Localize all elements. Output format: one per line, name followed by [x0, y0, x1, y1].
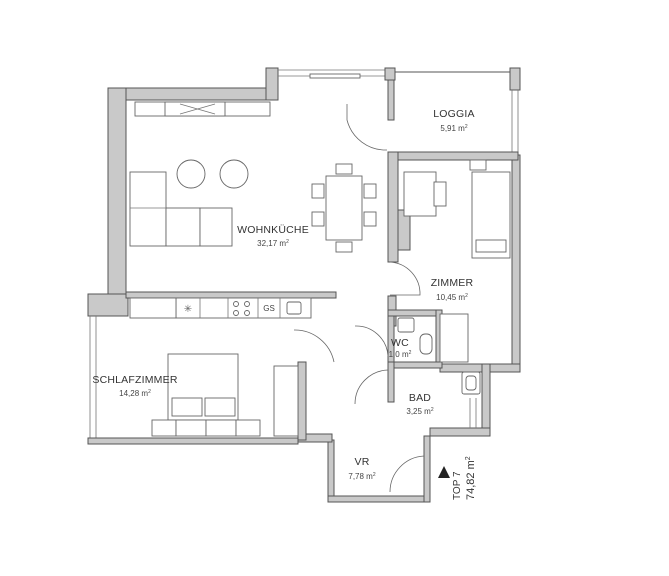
wall-zimmer-wc	[387, 309, 443, 317]
wall-loggia-corner	[509, 67, 521, 91]
wall-vr-left	[327, 439, 335, 503]
wall-bath-bottom	[429, 427, 491, 437]
exterior-walls	[87, 67, 521, 503]
room-area-schlafzimmer: 14,28 m2	[119, 389, 151, 398]
interior-walls	[125, 79, 519, 441]
room-name-loggia: LOGGIA	[433, 108, 474, 120]
door-zimmer	[389, 261, 421, 296]
door-bad	[354, 369, 389, 405]
room-area-loggia: 5,91 m2	[440, 124, 467, 133]
wall-left-upper	[107, 87, 127, 295]
bedroom-furniture	[151, 353, 299, 437]
room-name-bad: BAD	[409, 392, 431, 404]
wall-vr-bottom	[327, 495, 431, 503]
wall-loggia-bottom	[387, 151, 519, 161]
door-wc	[354, 325, 389, 357]
kitchen-counter: ✳ GS	[129, 297, 312, 319]
wall-loggia-left	[387, 79, 395, 121]
room-name-zimmer: ZIMMER	[431, 277, 474, 289]
wall-right-bottom	[439, 363, 521, 373]
wall-bath-right	[481, 363, 491, 435]
triangle-up-icon	[438, 466, 450, 478]
wc-fixtures	[397, 317, 433, 355]
wall-schlaf-right	[297, 361, 307, 441]
room-area-vr: 7,78 m2	[348, 472, 375, 481]
door-entrance	[389, 455, 425, 493]
unit-area: 74,82 m2	[465, 456, 477, 500]
doors	[293, 104, 425, 493]
unit-name: TOP 7	[452, 471, 463, 500]
room-area-wc: 1,0 m2	[389, 350, 412, 359]
wall-living-zimmer	[387, 151, 399, 263]
room-labels: LOGGIA 5,91 m2 WOHNKÜCHE 32,17 m2 ZIMMER…	[92, 108, 474, 481]
wall-bad-left	[387, 361, 395, 403]
door-schlafzimmer	[293, 329, 335, 363]
room-name-wc: WC	[391, 337, 409, 349]
room-name-schlafzimmer: SCHLAFZIMMER	[92, 374, 177, 386]
bath-fixtures	[461, 371, 481, 428]
wall-bottom-left	[87, 437, 299, 445]
room-area-bad: 3,25 m2	[406, 407, 433, 416]
wall-right	[511, 154, 521, 371]
pouf-right	[219, 159, 249, 189]
wall-left-step	[87, 293, 129, 317]
bedroom-wardrobe	[273, 365, 299, 437]
room-area-wohnkueche: 32,17 m2	[257, 239, 289, 248]
living-furniture	[129, 101, 377, 253]
room-name-vr: VR	[355, 456, 370, 468]
wall-vr-right	[423, 435, 431, 503]
wardrobe	[439, 313, 469, 363]
wall-top-left	[107, 87, 279, 101]
wall-step	[265, 67, 279, 101]
asterisk-icon: ✳	[184, 304, 192, 315]
unit-label: TOP 7 74,82 m2	[452, 456, 477, 500]
zimmer-furniture	[403, 159, 511, 363]
dining-table	[325, 175, 363, 241]
wall-wc-bottom	[387, 361, 443, 369]
room-name-wohnkueche: WOHNKÜCHE	[237, 224, 309, 236]
desk	[403, 171, 437, 217]
wall-top-mid	[384, 67, 396, 81]
stove-label: GS	[263, 304, 275, 313]
wall-kitchen-back	[125, 291, 337, 299]
door-loggia	[346, 104, 388, 151]
sofa	[129, 171, 167, 247]
room-area-zimmer: 10,45 m2	[436, 293, 468, 302]
pouf-left	[176, 159, 206, 189]
